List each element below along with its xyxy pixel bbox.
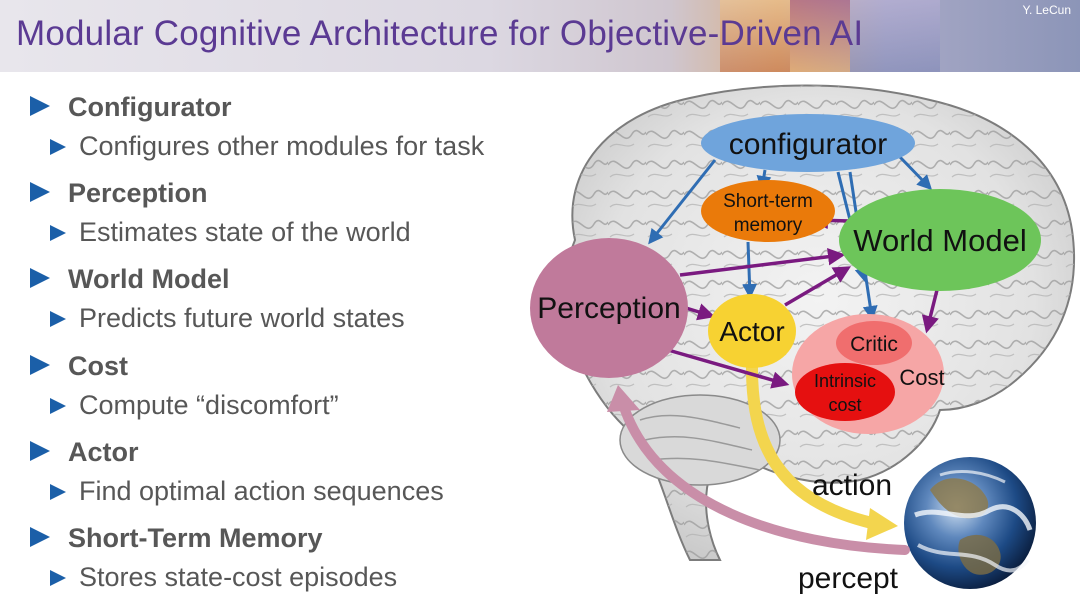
configurator-to-world-model-arrow: [896, 153, 933, 191]
bullet-heading: Actor: [68, 437, 139, 467]
bullet-detail: Estimates state of the world: [50, 217, 411, 248]
sub-bullet-marker-icon: [50, 311, 66, 327]
critic-label: Critic: [850, 333, 898, 356]
world-model-label: World Model: [853, 223, 1026, 258]
intrinsic-cost-label: Intrinsic: [814, 371, 876, 391]
critic-node: [836, 321, 912, 365]
perception-label: Perception: [537, 292, 680, 325]
actor-label: Actor: [719, 316, 784, 347]
actor-to-world-model-arrow: [784, 266, 852, 307]
sub-bullet-marker-icon: [50, 225, 66, 241]
bullet-cost: Cost: [30, 351, 128, 382]
decorative-streak: [790, 0, 850, 72]
bullet-detail-text: Predicts future world states: [79, 303, 405, 333]
slide-title: Modular Cognitive Architecture for Objec…: [16, 14, 864, 53]
configurator-node: configurator: [701, 114, 915, 172]
decorative-streak: [850, 0, 940, 72]
bullet-configurator: Configurator: [30, 92, 231, 123]
bullet-short-term-memory: Short-Term Memory: [30, 523, 323, 554]
bullet-detail-text: Find optimal action sequences: [79, 476, 444, 506]
bullet-detail-text: Configures other modules for task: [79, 131, 485, 161]
decorative-streak: [720, 0, 790, 72]
cost-node: Critic Intrinsic cost Cost: [792, 314, 945, 434]
bullet-detail-text: Compute “discomfort”: [79, 390, 339, 420]
sub-bullet-marker-icon: [50, 398, 66, 414]
title-bar: Modular Cognitive Architecture for Objec…: [0, 0, 1080, 72]
bullet-detail: Predicts future world states: [50, 303, 405, 334]
bullet-heading: Short-Term Memory: [68, 523, 323, 553]
perception-to-world-model-arrow: [679, 248, 846, 277]
actor-node: Actor: [708, 294, 796, 368]
bullet-marker-icon: [30, 182, 50, 202]
percept-label: percept: [798, 562, 899, 595]
bullet-heading: Perception: [68, 178, 208, 208]
bullet-heading: Cost: [68, 351, 128, 381]
perception-to-cost-arrow: [667, 348, 790, 389]
perception-to-actor-arrow: [685, 303, 716, 321]
bullet-marker-icon: [30, 268, 50, 288]
bullet-actor: Actor: [30, 437, 139, 468]
bullet-perception: Perception: [30, 178, 208, 209]
bullet-heading: World Model: [68, 264, 230, 294]
configurator-label: configurator: [729, 128, 887, 161]
author-label: Y. LeCun: [1022, 3, 1072, 17]
configurator-to-actor-arrow: [742, 241, 758, 299]
action-label: action: [812, 469, 892, 502]
percept-arrow: [620, 405, 910, 555]
intrinsic-cost-label-2: cost: [828, 395, 861, 415]
bullet-detail-text: Estimates state of the world: [79, 217, 411, 247]
bullet-marker-icon: [30, 441, 50, 461]
action-arrowhead-icon: [866, 508, 898, 540]
short-term-memory-node: Short-term memory: [701, 180, 835, 242]
bullet-detail: Find optimal action sequences: [50, 476, 444, 507]
bullet-detail-text: Stores state-cost episodes: [79, 562, 398, 592]
bullet-marker-icon: [30, 355, 50, 375]
bullet-detail: Compute “discomfort”: [50, 390, 339, 421]
sub-bullet-marker-icon: [50, 139, 66, 155]
sub-bullet-marker-icon: [50, 570, 66, 586]
bullet-detail: Configures other modules for task: [50, 131, 484, 162]
configurator-to-perception-arrow: [648, 159, 717, 245]
cost-label: Cost: [899, 365, 944, 390]
action-arrow: [746, 362, 878, 529]
bullet-marker-icon: [30, 96, 50, 116]
short-term-memory-label: Short-term: [723, 191, 813, 212]
bullet-marker-icon: [30, 527, 50, 547]
bullet-detail: Stores state-cost episodes: [50, 562, 397, 593]
perception-node: Perception: [530, 238, 688, 378]
world-model-node: World Model: [839, 189, 1041, 291]
percept-arrowhead-icon: [607, 385, 640, 412]
earth-image: [904, 457, 1036, 589]
sub-bullet-marker-icon: [50, 484, 66, 500]
bullet-heading: Configurator: [68, 92, 232, 122]
bullet-world-model: World Model: [30, 264, 230, 295]
world-model-to-cost-arrow: [921, 289, 939, 334]
short-term-memory-label-2: memory: [734, 215, 803, 236]
intrinsic-cost-node: [795, 363, 895, 421]
